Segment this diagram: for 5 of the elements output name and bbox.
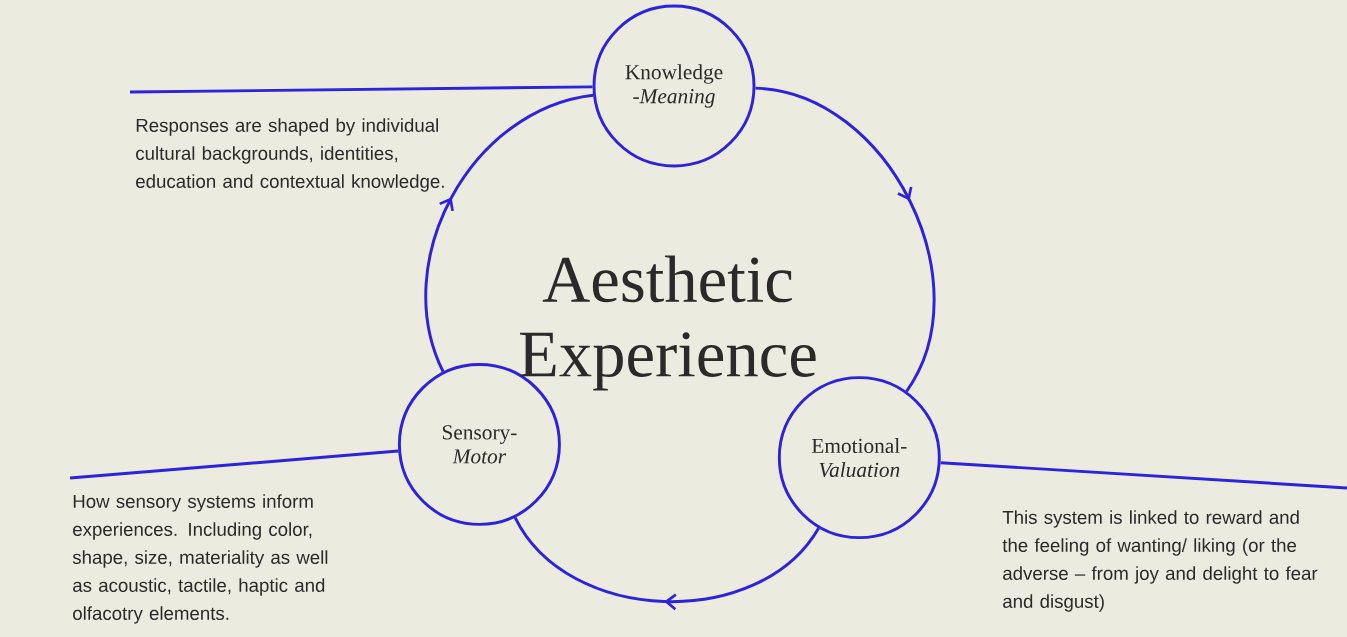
circle-node: Knowledge -Meaning — [592, 4, 756, 168]
circle-node: Emotional- Valuation — [777, 376, 941, 540]
description-text: How sensory systems inform experiences. Including color, shape, size, materiality as well as acoustic, tactile, haptic and olfacotry elements. — [72, 494, 328, 624]
description-text: Responses are shaped by individual cultural backgrounds, identities, education and contextual knowledge. — [136, 118, 444, 192]
description-text: This system is linked to reward and the feeling of wanting/ liking (or the adverse – from joy and delight to fear and disgust) — [1002, 510, 1318, 612]
